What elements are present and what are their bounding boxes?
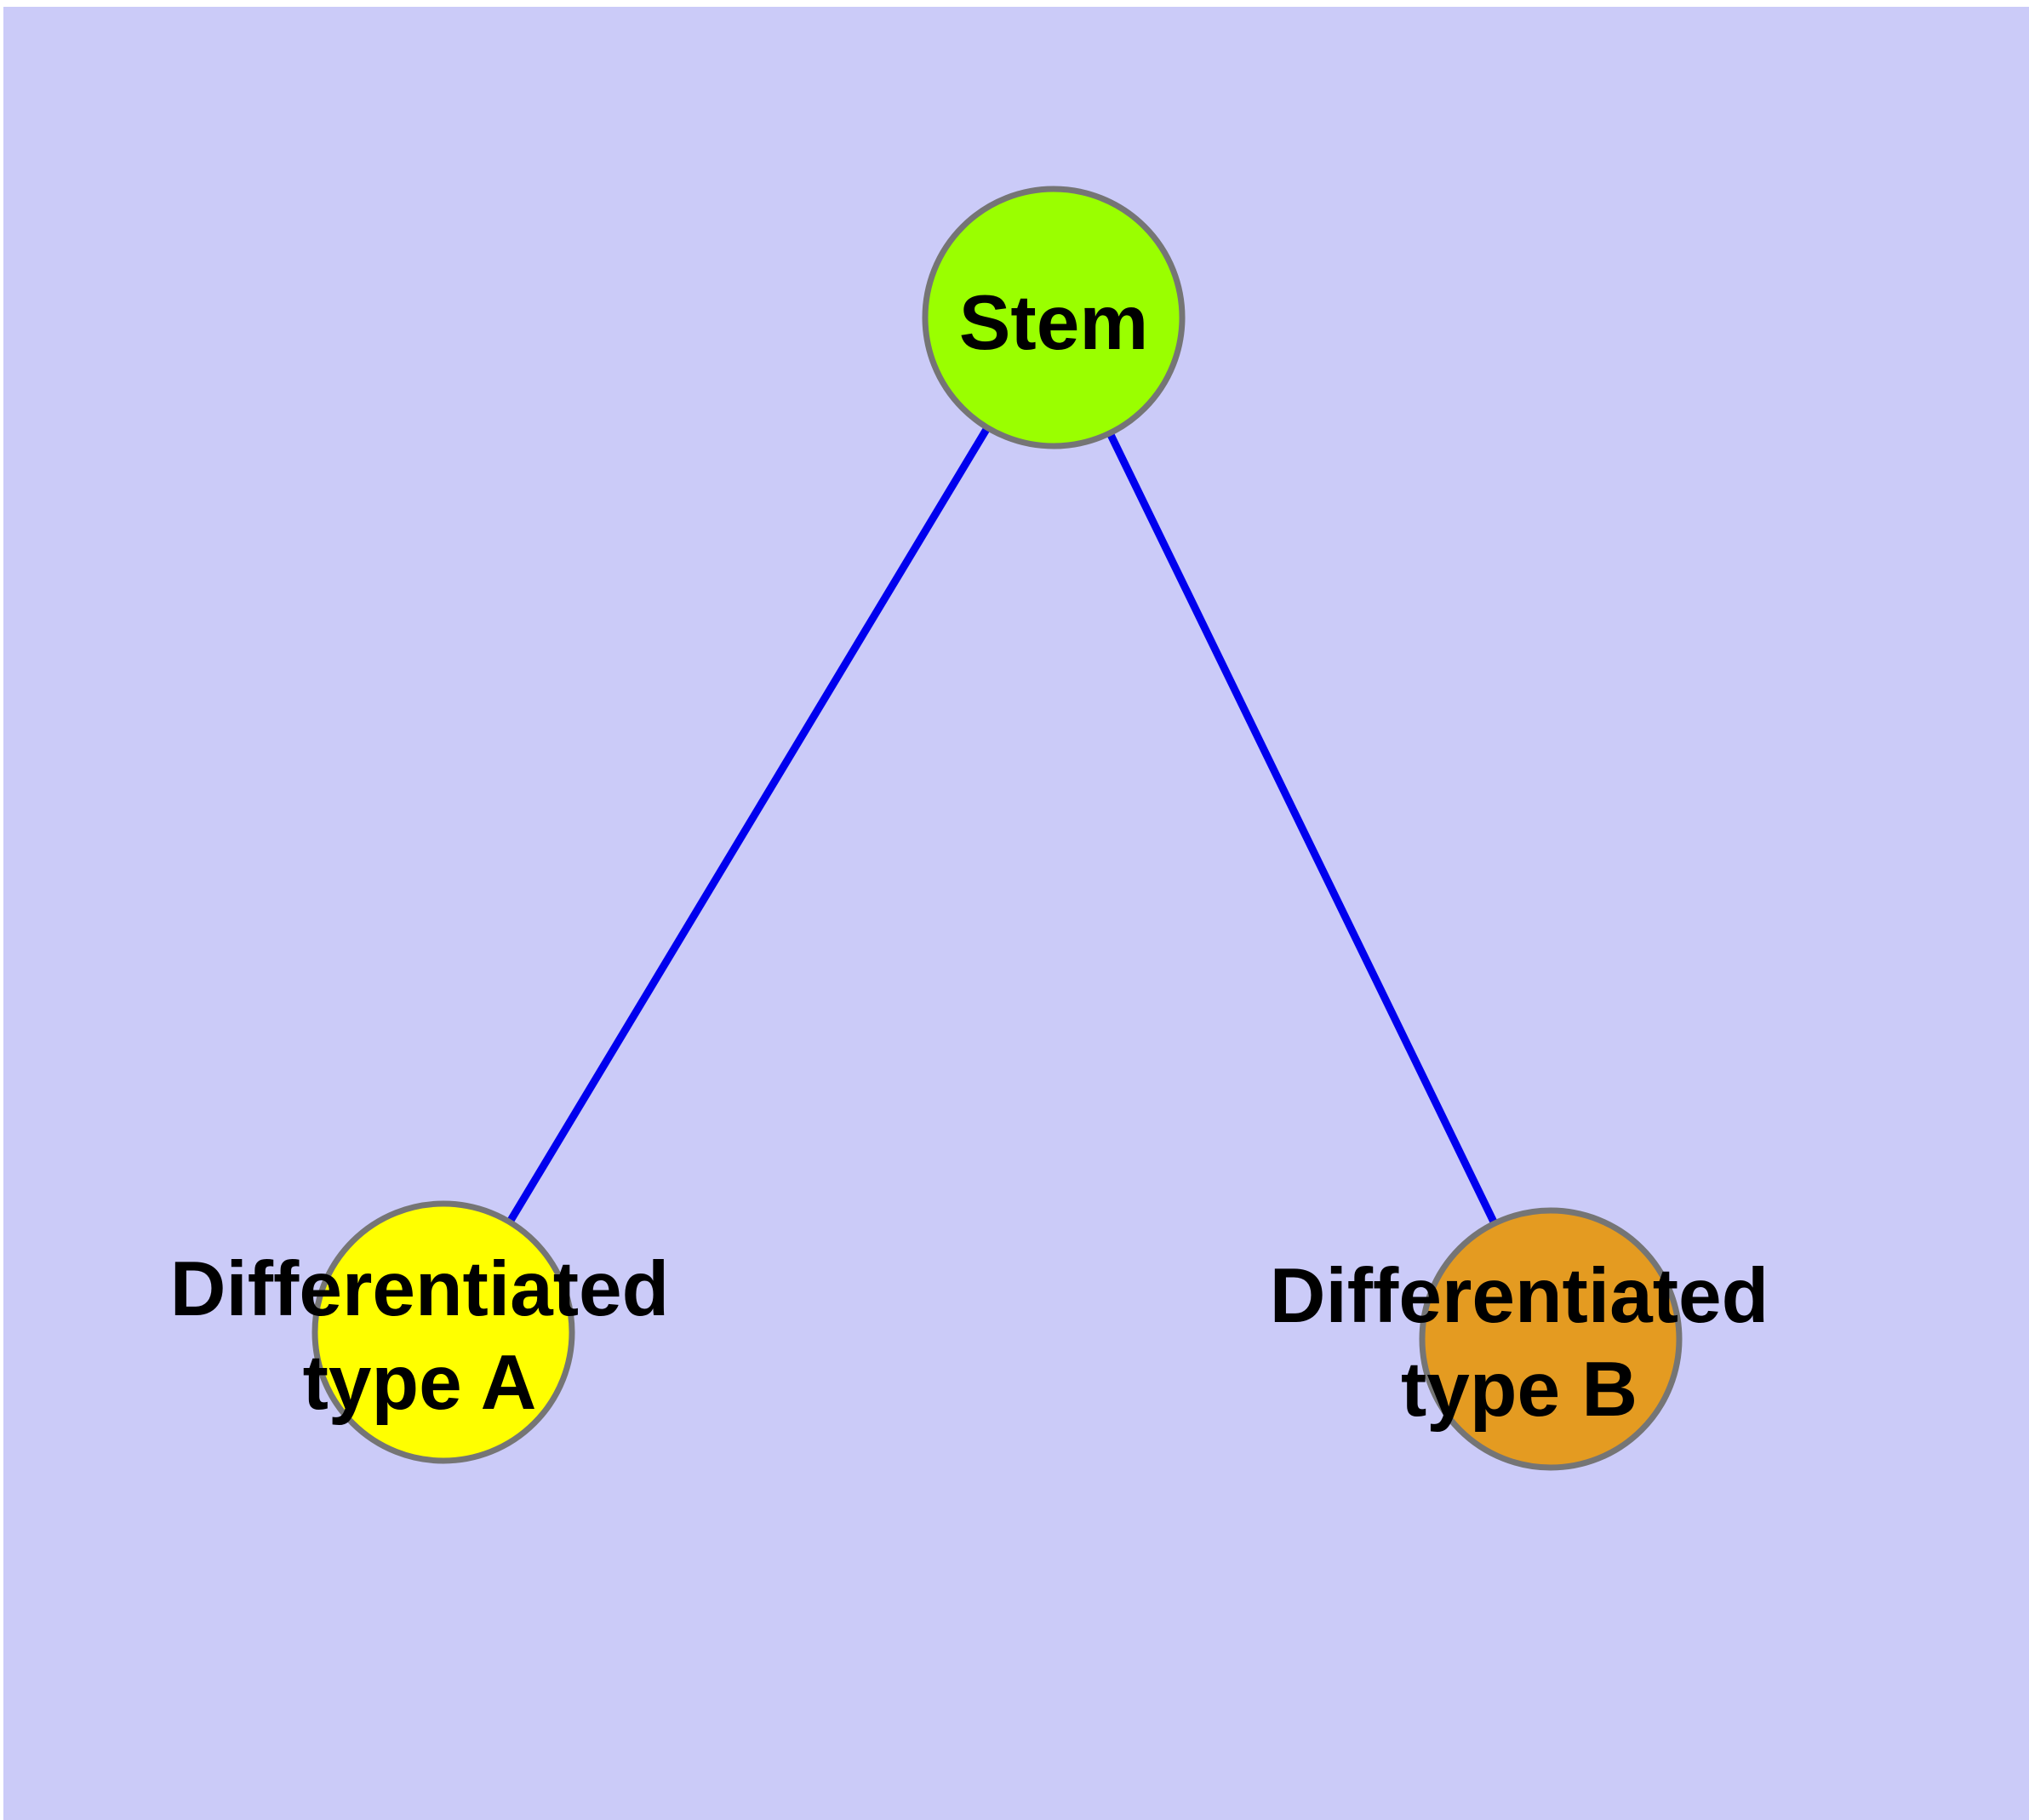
node-differentiated-type-a-label-line2: type A [303,1340,537,1426]
edge-stem-to-typeA [440,315,1057,1335]
node-differentiated-type-b-label-line2: type B [1401,1347,1637,1433]
node-stem [922,186,1186,449]
edge-stem-to-typeB [1049,316,1555,1341]
node-differentiated-type-b-label-line1: Differentiated [1270,1253,1769,1339]
node-differentiated-type-b [1419,1207,1683,1471]
node-differentiated-type-a-label-line1: Differentiated [170,1246,670,1332]
node-stem-label: Stem [959,280,1149,366]
node-differentiated-type-a [311,1200,575,1464]
graph-canvas: Stem Differentiated type A Differentiate… [3,7,2029,1820]
